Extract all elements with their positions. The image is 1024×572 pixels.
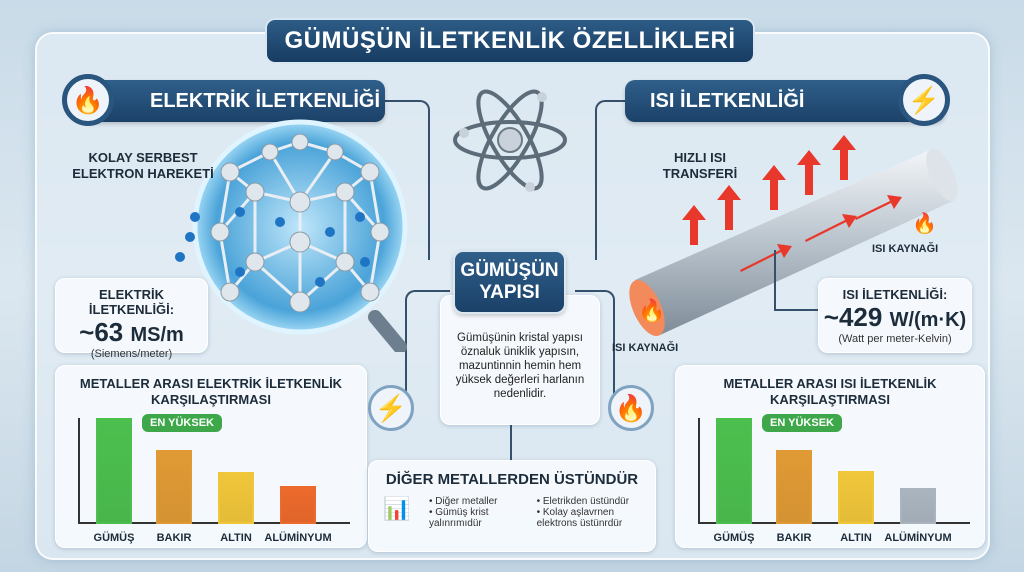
chart-title: METALLER ARASI ELEKTRİK İLETKENLİK KARŞI… [79, 376, 343, 407]
flame-icon: 🔥 [912, 211, 937, 235]
highest-badge: EN YÜKSEK [762, 414, 842, 432]
heat-value-label: ISI İLETKENLİĞİ: [842, 287, 948, 302]
connector-line [510, 425, 512, 460]
bullet-item: • Gümüş krist yalınrımıdür [428, 507, 489, 529]
superiority-title: DİĞER METALLERDEN ÜSTÜNDÜR [385, 471, 639, 488]
atom-icon [453, 89, 567, 192]
heat-source-label: ISI KAYNAĞI [612, 342, 679, 354]
bar-0 [96, 418, 132, 524]
heat-unit-full: (Watt per meter-Kelvin) [838, 333, 952, 345]
heat-transfer-callout: HIZLI ISI TRANSFERİ [662, 150, 738, 181]
bar-1 [776, 449, 812, 524]
flame-icon: 🔥 [638, 298, 665, 323]
bullet-item: • Eletrikden üstündür [536, 496, 630, 507]
chart-title: METALLER ARASI ISI İLETKENLİK KARŞILAŞTI… [723, 376, 937, 407]
highest-badge: EN YÜKSEK [142, 414, 222, 432]
structure-title: GÜMÜŞÜN YAPISI [453, 250, 566, 314]
electric-comparison-chart: METALLER ARASI ELEKTRİK İLETKENLİK KARŞI… [55, 365, 367, 548]
bar-2 [218, 472, 254, 524]
electric-unit: MS/m [130, 324, 184, 346]
page-title: GÜMÜŞÜN İLETKENLİK ÖZELLİKLERİ [265, 18, 755, 64]
category-label: GÜMÜŞ [93, 532, 135, 544]
category-label: ALTIN [220, 532, 252, 544]
free-electron-callout: KOLAY SERBEST ELEKTRON HAREKETİ [72, 150, 214, 181]
heat-value-card: ISI İLETKENLİĞİ: ~429 W/(m·K) (Watt per … [818, 278, 972, 353]
bar-3 [900, 487, 936, 524]
heat-source-label: ISI KAYNAĞI [872, 243, 939, 255]
electric-value-card: ELEKTRİK İLETKENLİĞİ: ~63 MS/m (Siemens/… [55, 278, 208, 360]
silver-lattice-illustration [175, 119, 408, 352]
electric-value-label: ELEKTRİK İLETKENLİĞİ: [88, 287, 175, 317]
growth-bars-icon: 📊 [383, 496, 411, 521]
connector-line [575, 290, 615, 410]
heat-unit: W/(m·K) [889, 309, 967, 331]
bullet-item: • Diğer metaller [428, 496, 498, 507]
category-label: ALÜMİNYUM [264, 532, 332, 544]
structure-text: Gümüşünin kristal yapısı öznaluk üniklik… [455, 332, 585, 400]
heat-conductivity-header: ISI İLETKENLİĞİ [625, 80, 945, 122]
bullet-item: • Kolay aşlavrnen elektrons üstünrdür [536, 507, 623, 529]
silver-rod-illustration: 🔥 🔥 [629, 135, 958, 336]
category-label: ALÜMİNYUM [884, 532, 952, 544]
structure-card: Gümüşünin kristal yapısı öznaluk üniklik… [440, 295, 600, 425]
connector-line [385, 100, 430, 260]
electric-conductivity-header: ELEKTRİK İLETKENLİĞİ [80, 80, 385, 122]
lightning-icon: ⚡ [368, 385, 414, 431]
chart-axis [78, 418, 350, 524]
lightning-icon: ⚡ [898, 74, 950, 126]
bar-2 [838, 471, 874, 524]
electric-value: ~63 [79, 317, 124, 347]
category-label: BAKIR [776, 532, 812, 544]
category-label: BAKIR [156, 532, 192, 544]
connector-line [595, 100, 630, 260]
chart-axis [698, 418, 970, 524]
bar-3 [280, 485, 316, 524]
category-label: GÜMÜŞ [713, 532, 755, 544]
superiority-card: DİĞER METALLERDEN ÜSTÜNDÜR 📊 • Diğer met… [368, 460, 656, 552]
heat-value: ~429 [823, 302, 883, 332]
category-label: ALTIN [840, 532, 872, 544]
bar-0 [716, 418, 752, 524]
bar-1 [156, 449, 192, 524]
heat-comparison-chart: METALLER ARASI ISI İLETKENLİK KARŞILAŞTI… [675, 365, 985, 548]
electric-unit-full: (Siemens/meter) [90, 348, 173, 360]
flame-icon: 🔥 [62, 74, 114, 126]
flame-icon: 🔥 [608, 385, 654, 431]
